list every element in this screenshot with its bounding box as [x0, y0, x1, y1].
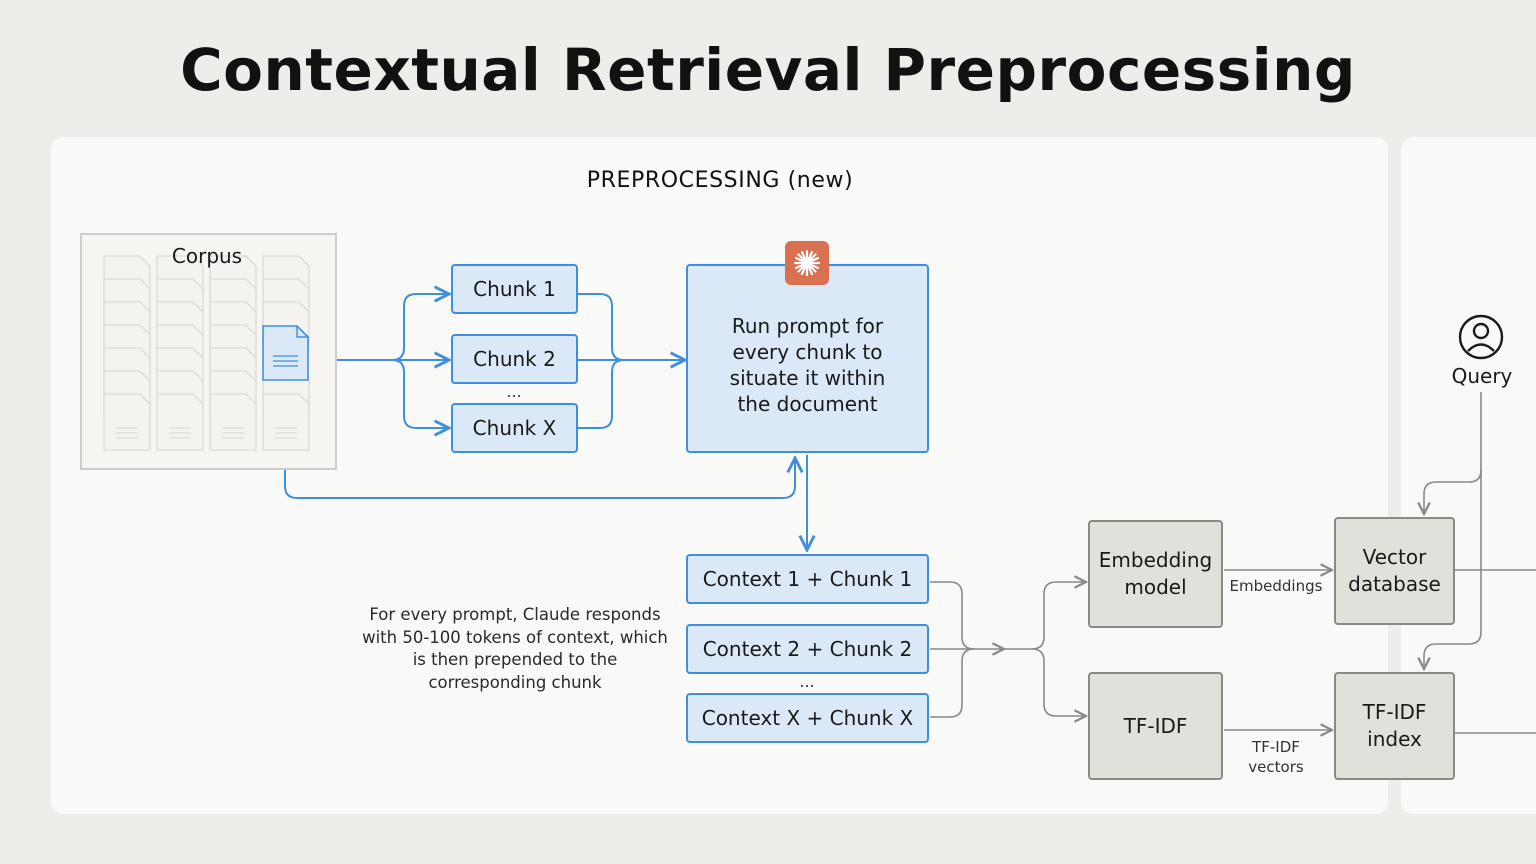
chunk-2-box: Chunk 2 [451, 334, 578, 384]
claude-note: For every prompt, Claude responds with 5… [362, 605, 668, 692]
chunk-2-label: Chunk 2 [473, 347, 556, 371]
doc-stack-2 [156, 255, 204, 451]
context-chunk-x-box: Context X + Chunk X [686, 693, 929, 743]
vector-database-label: Vector database [1348, 545, 1441, 596]
to-tfidf [1031, 648, 1086, 716]
doc-stack-3 [209, 255, 257, 451]
document-icon [262, 325, 309, 381]
embeddings-edge-label: Embeddings [1229, 577, 1323, 595]
vector-database-box: Vector database [1334, 517, 1455, 625]
section-label: PREPROCESSING (new) [586, 168, 854, 193]
page-title: Contextual Retrieval Preprocessing [180, 36, 1356, 104]
query-label: Query [1451, 364, 1513, 388]
context-chunk-x-label: Context X + Chunk X [701, 706, 914, 730]
to-embedding [1031, 582, 1086, 650]
chunk-x-box: Chunk X [451, 403, 578, 453]
chunk-ellipsis: ... [506, 382, 522, 401]
context-chunk-2-box: Context 2 + Chunk 2 [686, 624, 929, 674]
context-ellipsis: ... [799, 672, 815, 691]
chunk-1-merge [578, 293, 625, 361]
prompt-text: Run prompt for every chunk to situate it… [729, 313, 886, 416]
doc-to-prompt-line [284, 381, 795, 499]
chunk-x-merge [578, 359, 625, 429]
doc-stack-1 [103, 255, 151, 451]
chunk-1-label: Chunk 1 [473, 277, 556, 301]
tfidf-index-box: TF-IDF index [1334, 672, 1455, 780]
context-chunk-1-label: Context 1 + Chunk 1 [702, 567, 913, 591]
chunk-x-label: Chunk X [472, 416, 557, 440]
context-chunk-1-box: Context 1 + Chunk 1 [686, 554, 929, 604]
ctx-x-merge [930, 648, 975, 718]
corpus-label: Corpus [171, 244, 243, 268]
ctx-1-merge [930, 581, 975, 650]
context-chunk-2-label: Context 2 + Chunk 2 [702, 637, 913, 661]
fan-to-chunk-x [391, 359, 449, 428]
tfidf-box: TF-IDF [1088, 672, 1223, 780]
prompt-box: Run prompt for every chunk to situate it… [686, 264, 929, 453]
claude-starburst-icon [785, 241, 829, 285]
embedding-model-box: Embedding model [1088, 520, 1223, 628]
fan-to-chunk-1 [391, 294, 449, 361]
tfidf-vectors-edge-label: TF-IDF vectors [1248, 738, 1304, 776]
embedding-model-label: Embedding model [1098, 548, 1213, 599]
user-circle-icon [1458, 314, 1504, 364]
query-to-index [1424, 470, 1482, 669]
tfidf-index-label: TF-IDF index [1362, 700, 1427, 751]
chunk-1-box: Chunk 1 [451, 264, 578, 314]
tfidf-label: TF-IDF [1123, 713, 1188, 738]
